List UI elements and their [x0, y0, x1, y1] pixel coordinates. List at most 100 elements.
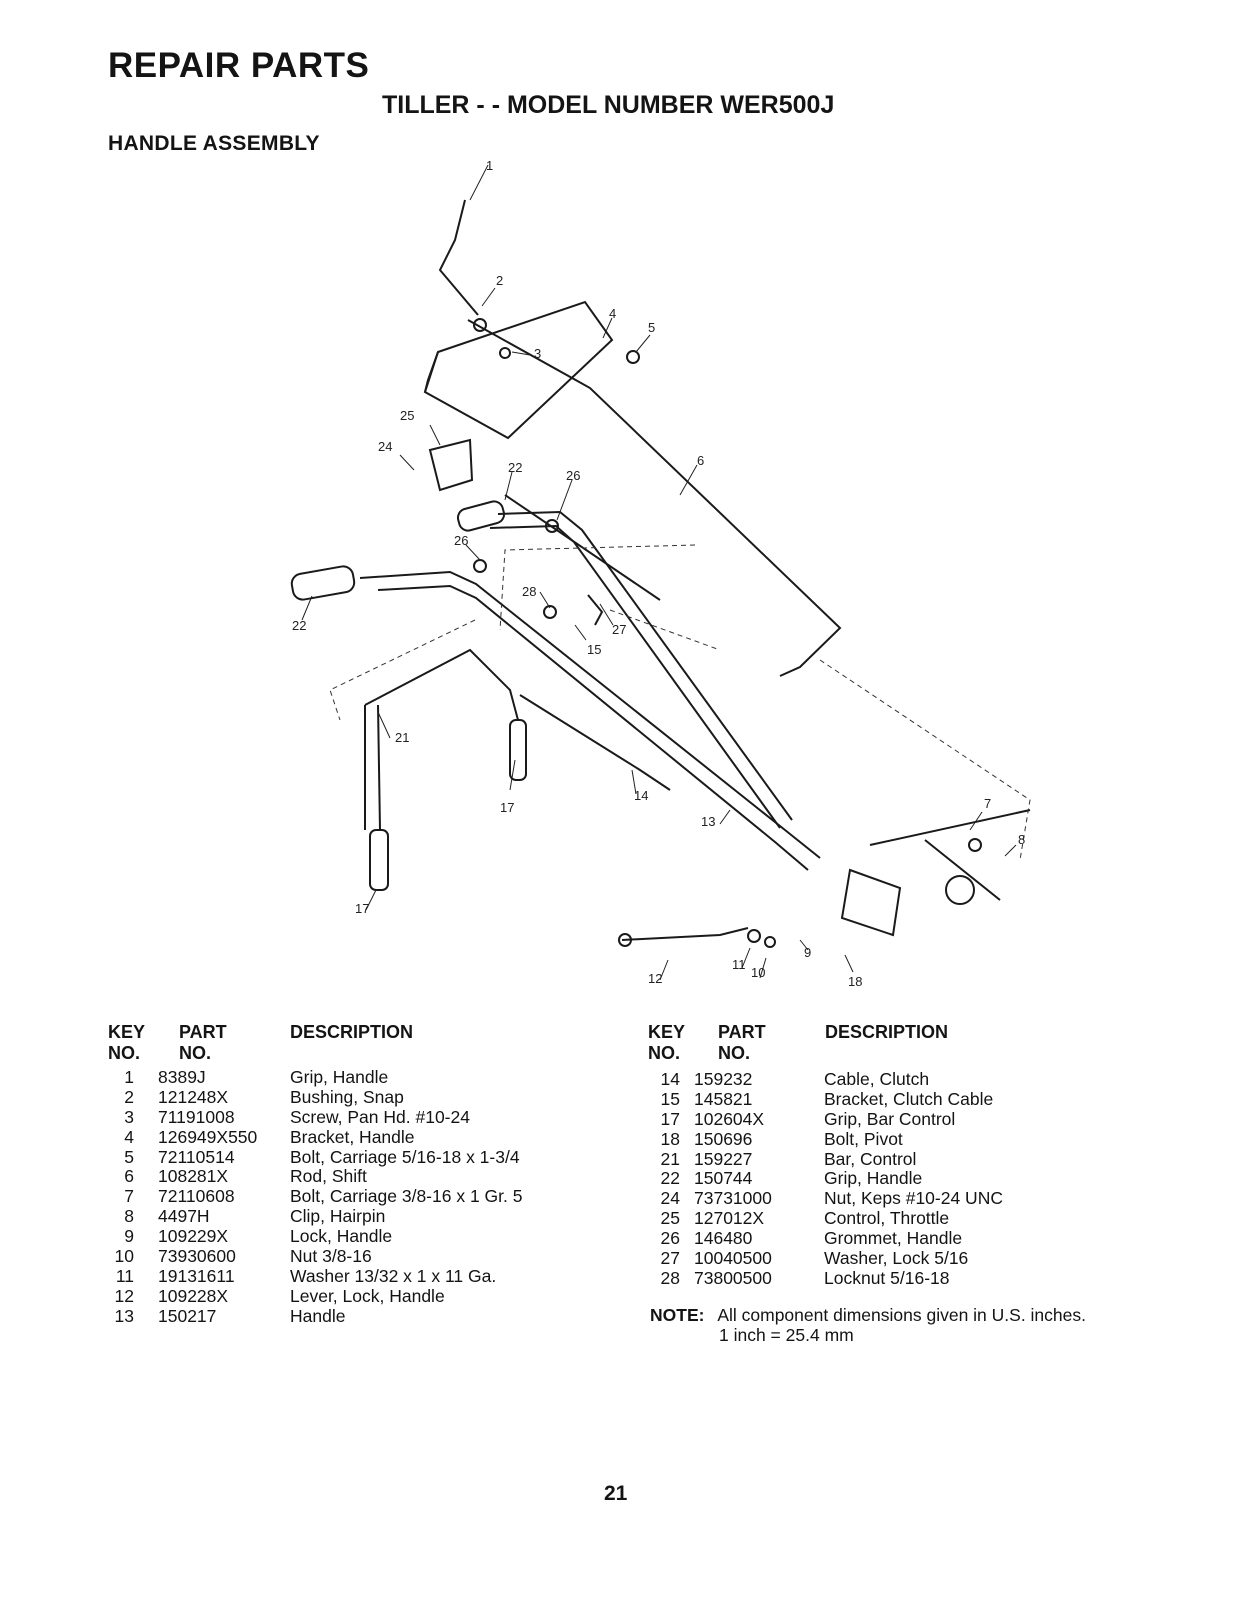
part-number: 126949X550	[158, 1126, 258, 1147]
col-key-header-2: NO.	[108, 1043, 141, 1063]
callout-5: 5	[648, 320, 655, 335]
callout-8: 8	[1018, 832, 1025, 847]
part-key-no: 25	[660, 1208, 680, 1229]
part-key-no: 3	[124, 1106, 134, 1127]
part-number: 121248X	[158, 1086, 229, 1107]
part-number: 71191008	[158, 1106, 235, 1127]
part-number: 146480	[694, 1228, 753, 1249]
col-part-header: PART	[179, 1022, 227, 1042]
callout-24: 24	[378, 439, 392, 454]
callout-25: 25	[400, 408, 414, 423]
part-description: Clip, Hairpin	[290, 1206, 386, 1227]
page-title: REPAIR PARTS	[108, 46, 370, 85]
part-description: Lever, Lock, Handle	[290, 1285, 445, 1306]
part-key-no: 24	[660, 1188, 680, 1209]
page-number: 21	[604, 1482, 628, 1505]
callout-22-lower: 22	[292, 618, 306, 633]
part-key-no: 26	[660, 1228, 680, 1249]
part-description: Grip, Handle	[290, 1067, 389, 1087]
part-description: Grip, Handle	[824, 1168, 923, 1189]
part-number: 127012X	[694, 1208, 765, 1229]
part-number: 19131611	[158, 1265, 235, 1286]
part-number: 159227	[694, 1148, 753, 1169]
part-number: 72110608	[158, 1186, 235, 1207]
note-label: NOTE:	[650, 1305, 705, 1325]
callout-26-upper: 26	[566, 468, 580, 483]
part-number: 73731000	[694, 1188, 772, 1209]
table-row: 3 71191008 Screw, Pan Hd. #10-24	[108, 1106, 588, 1128]
control-bar-grip-lower	[369, 829, 389, 891]
part-description: Grommet, Handle	[824, 1228, 963, 1249]
part-key-no: 17	[660, 1108, 680, 1129]
table-row: 26 146480 Grommet, Handle	[648, 1228, 1148, 1249]
callout-11: 11	[732, 957, 746, 972]
part-key-no: 2	[124, 1086, 134, 1107]
callout-leaders	[301, 164, 1017, 981]
part-key-no: 13	[114, 1305, 134, 1326]
callout-4: 4	[609, 306, 616, 321]
part-number: 145821	[694, 1088, 753, 1109]
part-description: Bushing, Snap	[290, 1086, 404, 1107]
callout-2: 2	[496, 273, 503, 288]
note-line-2: 1 inch = 25.4 mm	[719, 1325, 854, 1345]
callout-17-lower: 17	[355, 901, 369, 916]
part-description: Control, Throttle	[824, 1208, 950, 1229]
part-number: 150696	[694, 1128, 753, 1149]
part-number: 4497H	[158, 1206, 210, 1227]
part-key-no: 4	[124, 1126, 134, 1147]
part-description: Bolt, Pivot	[824, 1128, 903, 1149]
part-description: Handle	[290, 1305, 346, 1326]
part-key-no: 27	[660, 1248, 680, 1269]
dimension-note: NOTE: All component dimensions given in …	[650, 1305, 1086, 1345]
part-key-no: 12	[114, 1285, 134, 1306]
part-key-no: 8	[124, 1206, 134, 1227]
handle-grip	[290, 565, 356, 601]
callout-13: 13	[701, 814, 715, 829]
part-description: Cable, Clutch	[824, 1069, 930, 1089]
part-number: 150217	[158, 1305, 217, 1326]
control-bar-grip	[509, 719, 527, 781]
col-desc-header: DESCRIPTION	[290, 1022, 414, 1042]
callout-15: 15	[587, 642, 601, 657]
col-desc-header: DESCRIPTION	[825, 1022, 949, 1042]
part-key-no: 10	[114, 1246, 134, 1267]
col-part-header-2: NO.	[718, 1043, 751, 1063]
part-description: Washer, Lock 5/16	[824, 1248, 969, 1269]
part-description: Bolt, Carriage 3/8-16 x 1 Gr. 5	[290, 1186, 523, 1207]
callout-21: 21	[395, 730, 409, 745]
part-number: 73930600	[158, 1246, 236, 1267]
part-key-no: 9	[124, 1226, 134, 1247]
col-key-header: KEY	[648, 1022, 686, 1042]
section-heading: HANDLE ASSEMBLY	[108, 132, 320, 155]
part-description: Screw, Pan Hd. #10-24	[290, 1106, 470, 1127]
handle-grip-upper	[456, 500, 506, 532]
col-key-header: KEY	[108, 1022, 146, 1042]
callout-26-lower: 26	[454, 533, 468, 548]
table-row: 22 150744 Grip, Handle	[648, 1169, 1148, 1189]
col-part-header-2: NO.	[179, 1043, 212, 1063]
part-number: 109228X	[158, 1285, 229, 1306]
part-number: 8389J	[158, 1067, 206, 1087]
part-key-no: 21	[660, 1148, 680, 1169]
part-number: 150744	[694, 1168, 753, 1189]
part-number: 102604X	[694, 1108, 765, 1129]
callout-12: 12	[648, 971, 662, 986]
part-key-no: 22	[660, 1168, 680, 1189]
part-number: 72110514	[158, 1146, 235, 1167]
part-number: 10040500	[694, 1248, 772, 1269]
callout-labels: 1 2 3 4 5 6 7 8 9 10 11 12 13 14 15 17 1…	[292, 158, 1025, 989]
part-description: Washer 13/32 x 1 x 11 Ga.	[290, 1265, 497, 1286]
callout-28: 28	[522, 584, 536, 599]
callout-7: 7	[984, 796, 991, 811]
callout-27: 27	[612, 622, 626, 637]
col-key-header-2: NO.	[648, 1043, 681, 1063]
callout-22-upper: 22	[508, 460, 522, 475]
